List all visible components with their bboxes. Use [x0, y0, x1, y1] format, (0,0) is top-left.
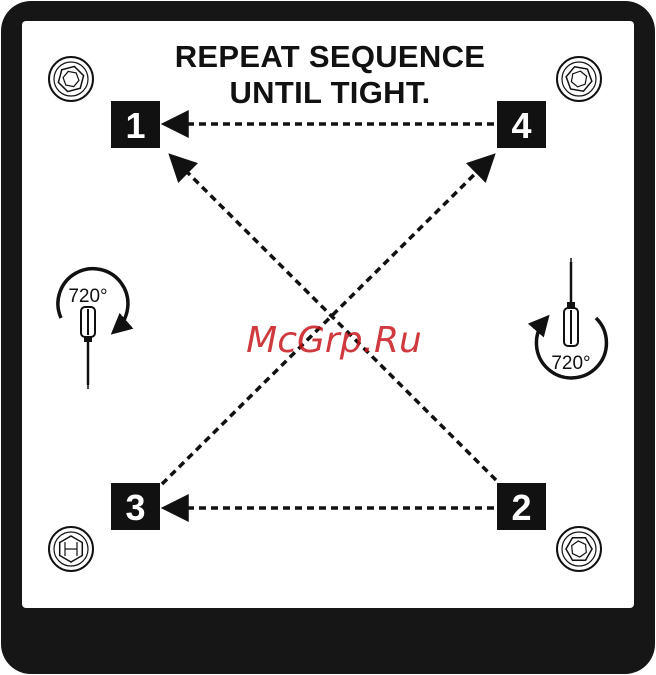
bolt-icon — [49, 527, 93, 571]
bolt-icon — [557, 57, 601, 101]
step-label-4: 4 — [511, 105, 531, 146]
step-label-2: 2 — [511, 487, 531, 528]
title-line-2: UNTIL TIGHT. — [229, 75, 430, 110]
step-label-1: 1 — [125, 105, 145, 146]
step-box-4: 4 — [497, 101, 546, 148]
rotation-label-right: 720° — [551, 353, 590, 374]
title-line-1: REPEAT SEQUENCE — [175, 39, 486, 74]
step-box-1: 1 — [111, 101, 160, 148]
watermark-text: McGrp.Ru — [246, 320, 422, 361]
step-box-2: 2 — [497, 483, 546, 530]
bolt-icon — [557, 527, 601, 571]
step-label-3: 3 — [125, 487, 145, 528]
rotation-label-left: 720° — [68, 286, 107, 307]
bolt-icon — [49, 57, 93, 101]
step-box-3: 3 — [111, 483, 160, 530]
